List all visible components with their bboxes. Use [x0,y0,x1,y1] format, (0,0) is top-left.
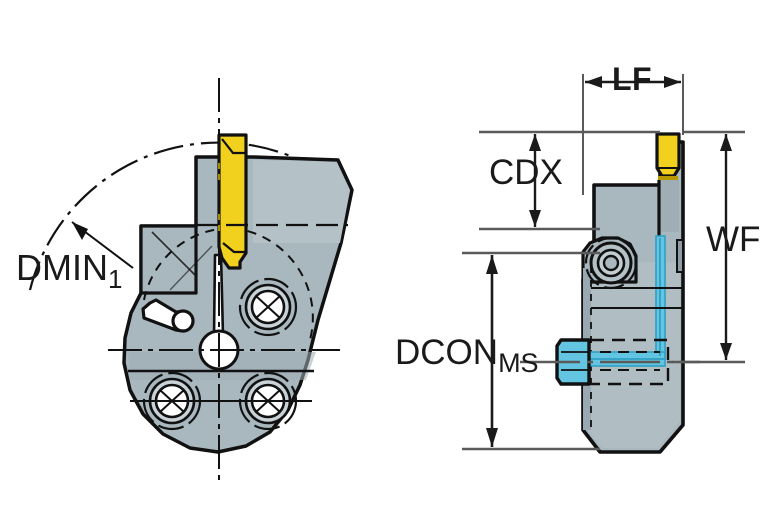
label-dmin1-subscript: 1 [108,264,123,294]
label-cdx: CDX [489,155,563,190]
label-cdx-base: CDX [489,153,563,192]
label-dmin1-base: DMIN [16,247,108,288]
label-wf: WF [706,222,760,257]
insert-facet-bottom [222,242,246,254]
wf-arrow-bottom [720,343,732,360]
wf-arrow-top [720,134,732,151]
side-view-blade-neck [659,180,679,232]
label-wf-base: WF [706,220,761,259]
label-dmin1: DMIN1 [16,247,122,293]
label-lf: LF [612,63,652,95]
hidden-seat-arc-2 [231,227,314,341]
cdx-arrow-bottom [529,210,541,227]
label-dcon-subscript: MS [498,348,539,378]
side-view-group [555,132,685,454]
hidden-coolant-cavity [591,338,670,386]
end-view-facet-upper [253,160,350,243]
cutting-insert [217,133,248,270]
clamp-screw-head [584,236,638,290]
label-dcon-base: DCON [395,333,499,372]
label-lf-base: LF [612,61,653,97]
dcon-arrow-top [486,255,498,274]
lf-arrow-right [664,76,681,88]
right-edge-notch [676,239,684,273]
side-view-insert [655,132,681,178]
end-view-group [28,78,354,480]
lf-arrow-left [585,76,602,88]
notch-diagonal-1 [151,231,197,277]
dmin-arrowhead [72,222,88,240]
cdx-arrow-top [529,134,541,151]
notch-diagonal-2 [169,245,213,291]
dcon-arrow-bottom [486,428,498,447]
insert-facet-top [221,138,246,155]
dimension-group [462,74,745,451]
clamp-lever-ball [171,309,195,333]
screw-hole-upper-right [238,277,298,337]
bottom-bevel [658,423,685,454]
label-dcon-ms: DCONMS [395,333,539,377]
